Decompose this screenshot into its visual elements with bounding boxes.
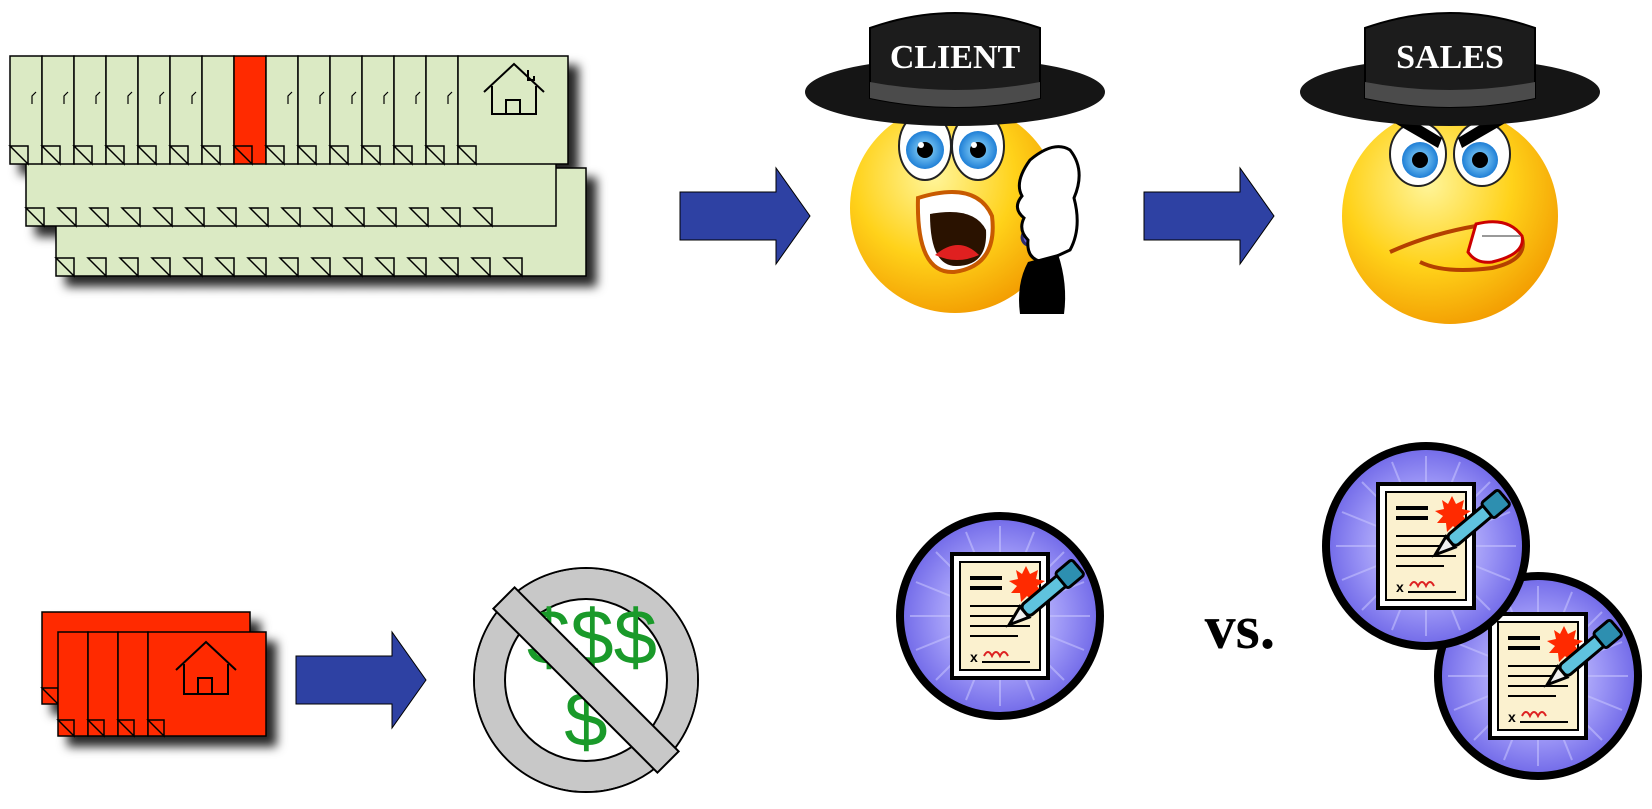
signed-contract-badge-icon bbox=[894, 510, 1106, 722]
house-icon bbox=[175, 640, 237, 695]
grumpy-sales-smiley-icon: SALES bbox=[1300, 12, 1600, 324]
no-money-prohibition-icon: $$$ $ bbox=[473, 567, 699, 793]
right-arrow-icon bbox=[679, 166, 811, 266]
sales-hat-label: SALES bbox=[1396, 39, 1504, 76]
red-house-document-stack-icon bbox=[40, 611, 267, 738]
house-icon bbox=[483, 62, 545, 115]
right-arrow-icon bbox=[295, 630, 427, 730]
signed-contract-badge-icon bbox=[1320, 440, 1532, 652]
angry-client-smiley-on-phone-icon: CLIENT bbox=[805, 12, 1105, 314]
versus-label: vs. bbox=[1205, 594, 1276, 662]
right-arrow-icon bbox=[1143, 166, 1275, 266]
house-document-stack-icon bbox=[8, 55, 587, 278]
client-hat-label: CLIENT bbox=[890, 39, 1021, 76]
